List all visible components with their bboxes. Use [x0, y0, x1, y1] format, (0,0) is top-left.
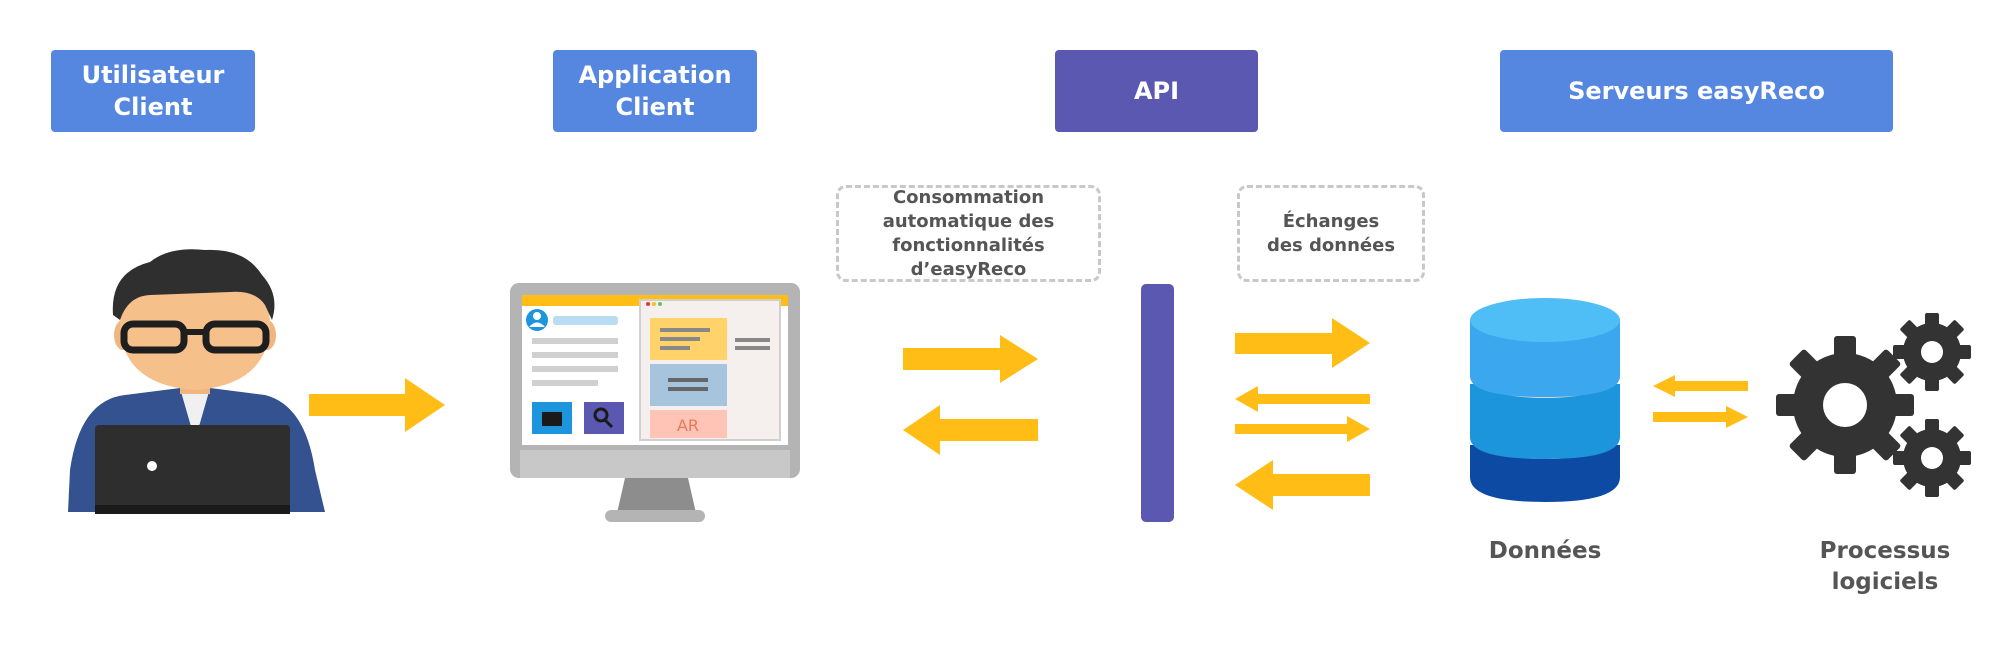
- header-line: Client: [113, 93, 193, 121]
- note-line: Échanges: [1282, 210, 1380, 232]
- screen-badge: AR: [677, 416, 699, 435]
- label-line: Données: [1488, 538, 1602, 564]
- label-line: Processus: [1819, 538, 1951, 564]
- arrow-left-icon: [1653, 375, 1748, 397]
- arrow-left-icon: [903, 405, 1038, 455]
- label-donnees: Données: [1455, 536, 1635, 567]
- note-echanges: Échanges des données: [1237, 185, 1425, 282]
- arrow-left-icon: [1235, 386, 1370, 412]
- gears-icon: [1776, 313, 1971, 497]
- header-line: Client: [615, 93, 695, 121]
- note-line: automatique des: [882, 210, 1055, 232]
- label-line: logiciels: [1831, 569, 1939, 595]
- arrow-right-icon: [1653, 406, 1748, 428]
- label-processus-logiciels: Processus logiciels: [1795, 536, 1975, 598]
- monitor-icon: AR: [510, 283, 800, 522]
- arrow-right-icon: [309, 378, 445, 432]
- api-bar: [1141, 284, 1174, 522]
- arrow-right-icon: [903, 335, 1038, 383]
- user-laptop-icon: [68, 249, 325, 514]
- arrow-right-icon: [1235, 318, 1370, 368]
- header-api: API: [1055, 50, 1258, 132]
- arrow-right-icon: [1235, 416, 1370, 442]
- database-icon: [1470, 298, 1620, 502]
- header-line: API: [1133, 77, 1180, 105]
- arrow-left-icon: [1235, 460, 1370, 510]
- header-line: Application: [578, 61, 732, 89]
- header-serveurs-easyreco: Serveurs easyReco: [1500, 50, 1893, 132]
- note-line: Consommation: [892, 186, 1045, 208]
- arrows: [309, 318, 1748, 510]
- note-line: des données: [1266, 234, 1396, 256]
- header-line: Utilisateur: [81, 61, 225, 89]
- header-line: Serveurs easyReco: [1568, 77, 1825, 105]
- note-consommation: Consommation automatique des fonctionnal…: [836, 185, 1101, 282]
- note-line: fonctionnalités d’easyReco: [892, 234, 1045, 280]
